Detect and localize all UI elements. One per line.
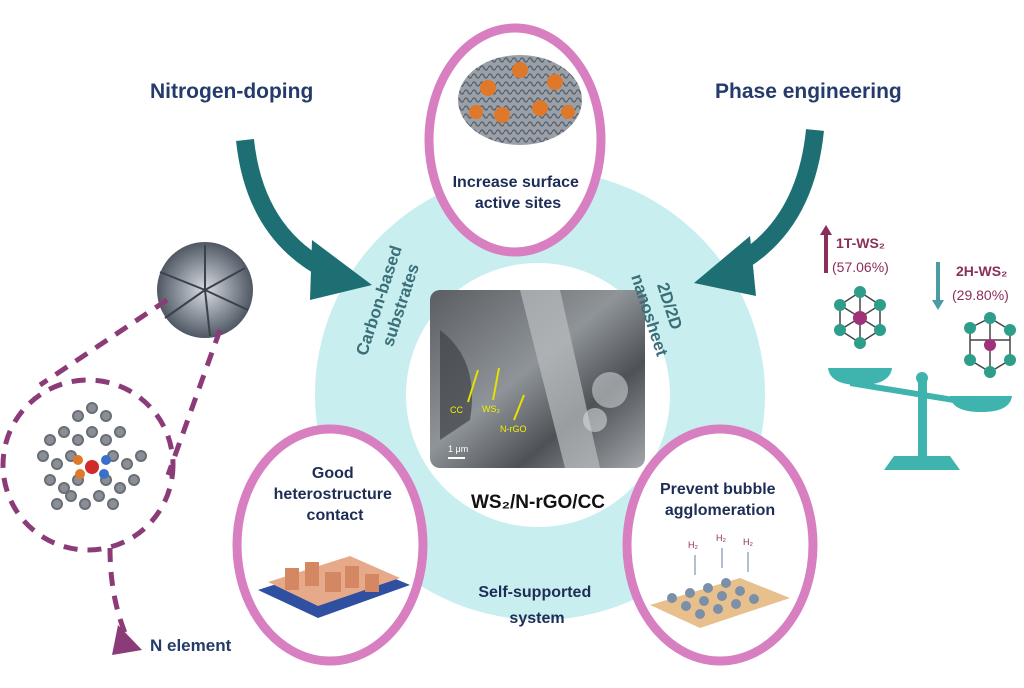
sem-label-cc: CC (450, 405, 463, 415)
phase-2h-label: 2H-WS₂ (956, 263, 1007, 279)
phase-2h-value: (29.80%) (952, 287, 1009, 303)
dashed-zoom-lines (0, 297, 223, 642)
circle-left-text: Good heterostructure contact (274, 465, 397, 524)
sem-label-nrgo: N-rGO (500, 424, 527, 434)
circle-prevent-bubble: Prevent bubble agglomeration H₂ H₂ H₂ (622, 424, 818, 666)
label-self-supported: Self-supported system (478, 584, 595, 627)
balance-scale-icon (828, 368, 1012, 470)
bubble-label-2: H₂ (716, 533, 726, 543)
phase-1t-group: 1T-WS₂ (57.06%) (820, 225, 889, 349)
arrow-phase-engineering (694, 129, 824, 296)
sem-image: CC WS₂ N-rGO 1 μm (430, 290, 645, 468)
circle-top-text: Increase surface active sites (453, 174, 584, 212)
label-n-element: N element (150, 636, 232, 655)
nitrogen-dopant-atoms (73, 455, 111, 479)
phase-1t-value: (57.06%) (832, 259, 889, 275)
bubble-label-1: H₂ (688, 540, 698, 550)
graphene-lattice (37, 402, 147, 510)
bubble-label-3: H₂ (743, 537, 753, 547)
phase-2h-group: 2H-WS₂ (29.80%) (932, 262, 1016, 378)
arrow-nitrogen-doping (236, 139, 372, 300)
sem-label-ws2: WS₂ (482, 404, 500, 414)
heading-phase-engineering: Phase engineering (715, 80, 902, 103)
phase-1t-label: 1T-WS₂ (836, 235, 885, 251)
circle-right-text: Prevent bubble agglomeration (660, 481, 780, 519)
ws2-flower-image (157, 242, 253, 338)
heading-nitrogen-doping: Nitrogen-doping (150, 80, 313, 103)
dashed-arrow-head (112, 625, 142, 655)
circle-surface-active-sites: Increase surface active sites (424, 23, 606, 257)
circle-heterostructure-contact: Good heterostructure contact (232, 424, 428, 666)
center-material-label: WS₂/N-rGO/CC (471, 492, 605, 513)
sem-scale-bar: 1 μm (448, 444, 468, 454)
